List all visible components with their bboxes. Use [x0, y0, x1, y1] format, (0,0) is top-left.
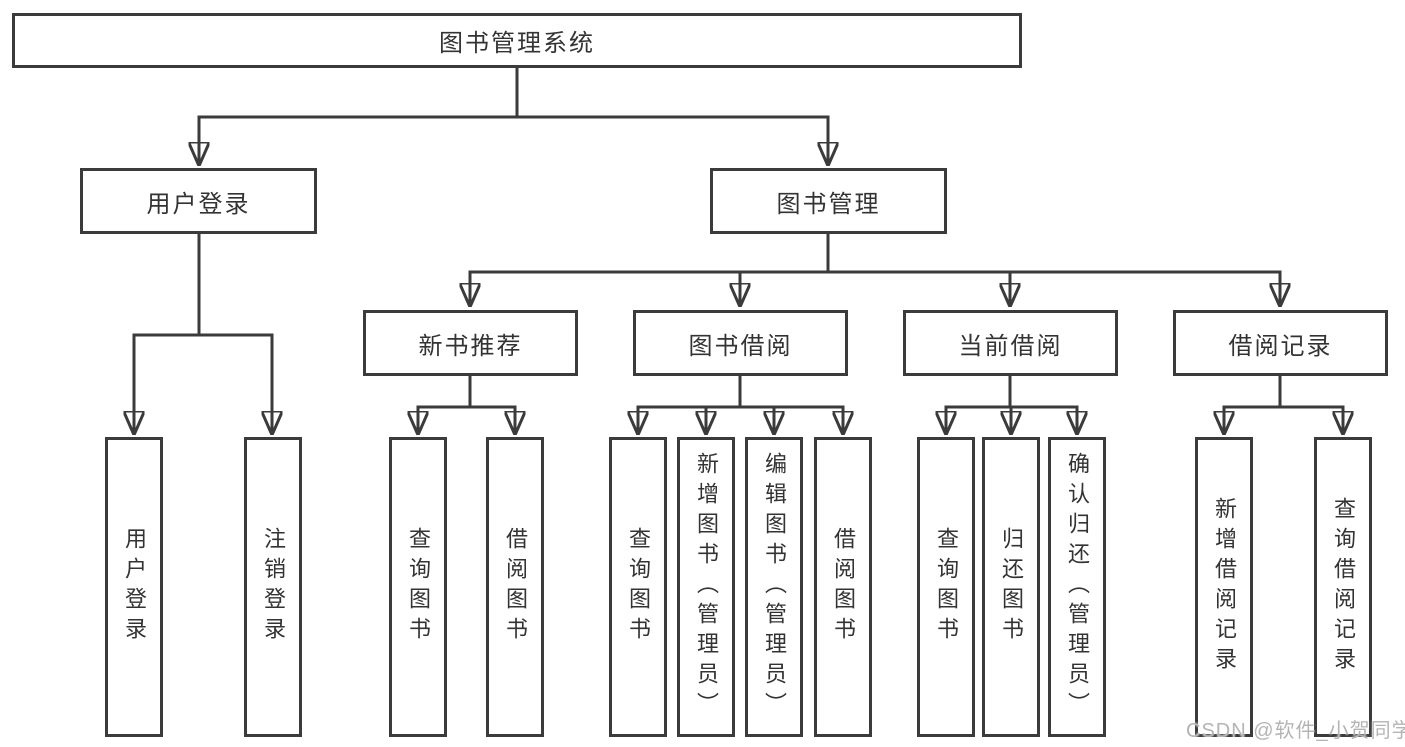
leaf-bb-edit-books-admin-label: 编辑图书（管理员）	[762, 452, 787, 722]
leaf-bb-add-books-admin-label: 新增图书（管理员）	[694, 452, 719, 722]
leaf-bb-query-books-label: 查询图书	[626, 527, 651, 647]
leaf-logout-label: 注销登录	[261, 527, 286, 647]
leaf-br-add-record: 新增借阅记录	[1195, 437, 1253, 737]
leaf-rec-borrow-books: 借阅图书	[486, 437, 544, 737]
leaf-cb-confirm-return-admin: 确认归还（管理员）	[1048, 437, 1106, 737]
leaf-cb-confirm-return-admin-label: 确认归还（管理员）	[1065, 452, 1090, 722]
leaf-bb-query-books: 查询图书	[609, 437, 667, 737]
node-new-book-recommend: 新书推荐	[363, 310, 578, 376]
leaf-user-login-label: 用户登录	[122, 527, 147, 647]
leaf-br-add-record-label: 新增借阅记录	[1212, 497, 1237, 677]
node-root: 图书管理系统	[12, 13, 1022, 68]
leaf-br-query-record: 查询借阅记录	[1314, 437, 1372, 737]
node-book-management: 图书管理	[710, 168, 947, 234]
csdn-watermark: CSDN @软件_小贺同学	[1186, 720, 1405, 742]
leaf-bb-edit-books-admin: 编辑图书（管理员）	[745, 437, 803, 737]
leaf-cb-query-books: 查询图书	[917, 437, 975, 737]
leaf-cb-return-books-label: 归还图书	[999, 527, 1024, 647]
node-borrow-records: 借阅记录	[1173, 310, 1388, 376]
node-book-borrow: 图书借阅	[633, 310, 848, 376]
leaf-cb-query-books-label: 查询图书	[934, 527, 959, 647]
leaf-rec-query-books-label: 查询图书	[406, 527, 431, 647]
leaf-bb-borrow-books-label: 借阅图书	[831, 527, 856, 647]
leaf-logout: 注销登录	[244, 437, 302, 737]
leaf-rec-query-books: 查询图书	[389, 437, 447, 737]
leaf-bb-add-books-admin: 新增图书（管理员）	[677, 437, 735, 737]
node-user-login: 用户登录	[80, 168, 317, 234]
leaf-bb-borrow-books: 借阅图书	[814, 437, 872, 737]
leaf-rec-borrow-books-label: 借阅图书	[503, 527, 528, 647]
leaf-user-login: 用户登录	[105, 437, 163, 737]
leaf-cb-return-books: 归还图书	[982, 437, 1040, 737]
node-current-borrow: 当前借阅	[903, 310, 1118, 376]
leaf-br-query-record-label: 查询借阅记录	[1331, 497, 1356, 677]
